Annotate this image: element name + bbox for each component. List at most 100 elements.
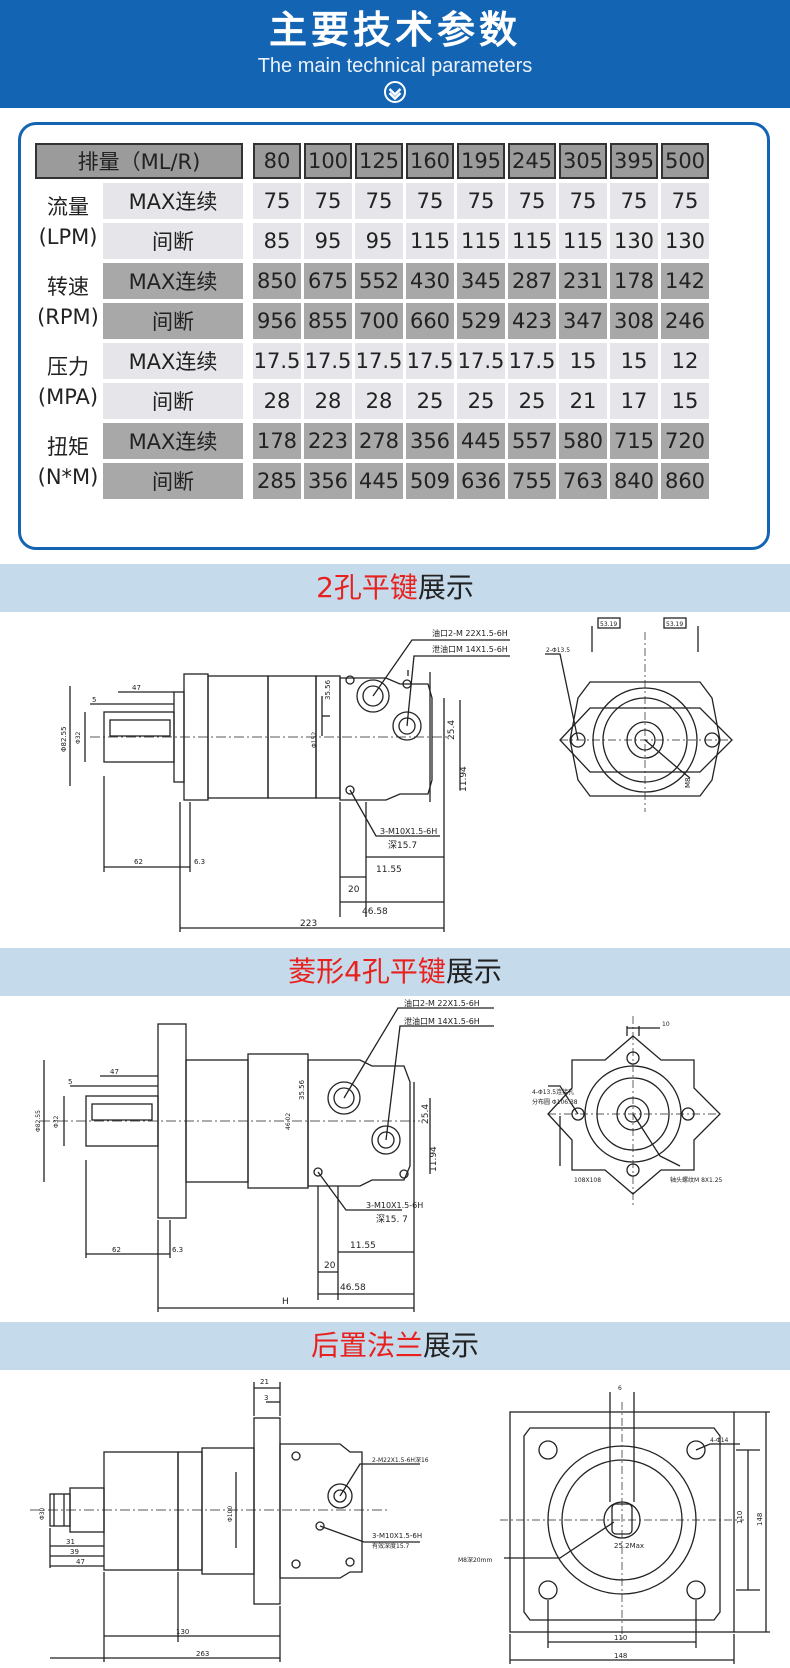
dim-square-note: 108X108 <box>574 1177 601 1184</box>
table-cell: 75 <box>406 183 454 219</box>
dim-d14: Φ32 <box>53 1115 60 1128</box>
dim-depth-note: 深15.7 <box>388 840 417 851</box>
table-cell: 115 <box>559 223 607 259</box>
table-cell: 552 <box>355 263 403 299</box>
row-label: MAX连续 <box>103 263 243 299</box>
dim-d12: 148 <box>614 1652 627 1660</box>
dim-d1: 11.55 <box>350 1241 376 1251</box>
dim-d14: 53.19 <box>666 621 683 628</box>
dim-d12: 10 <box>662 1021 670 1028</box>
group-unit: (RPM) <box>37 305 99 329</box>
table-cell: 130 <box>661 223 709 259</box>
drawing-2-hole: 油口2-M 22X1.5-6H 泄油口M 14X1.5-6H 3-M10X1.5… <box>0 612 790 942</box>
displacement-cell: 245 <box>508 143 556 179</box>
group-label: 转速 (RPM) <box>35 263 101 341</box>
table-cell: 855 <box>304 303 352 339</box>
dim-shaft-note: 轴头螺纹M 8X1.25 <box>670 1176 723 1184</box>
section-title-red: 后置法兰 <box>310 1329 423 1362</box>
displacement-cell: 500 <box>661 143 709 179</box>
dim-d15: 2-Φ13.5 <box>546 647 570 654</box>
dim-d1: 21 <box>260 1378 269 1386</box>
group-unit: (LPM) <box>38 225 98 249</box>
dim-depth-note: 深15. 7 <box>376 1214 408 1225</box>
dim-d2: 20 <box>348 885 360 895</box>
table-cell: 509 <box>406 463 454 499</box>
table-cell: 75 <box>559 183 607 219</box>
dim-d4: H <box>282 1297 289 1307</box>
dim-d15: Φ30 <box>39 1507 46 1520</box>
table-cell: 75 <box>304 183 352 219</box>
displacement-cell: 80 <box>253 143 301 179</box>
table-cell: 130 <box>610 223 658 259</box>
table-cell: 75 <box>355 183 403 219</box>
dim-d9: 110 <box>736 1511 744 1524</box>
table-cell: 178 <box>253 423 301 459</box>
group-name: 转速 <box>47 275 89 299</box>
table-cell: 28 <box>304 383 352 419</box>
section-title-red: 菱形4孔平键 <box>288 955 446 988</box>
table-cell: 529 <box>457 303 505 339</box>
dim-d10: 11.94 <box>429 1146 439 1172</box>
table-cell: 720 <box>661 423 709 459</box>
section-title-black: 展示 <box>417 571 474 604</box>
group-label: 扭矩(N*M) <box>35 423 101 501</box>
table-cell: 223 <box>304 423 352 459</box>
dim-d13: 53.19 <box>600 621 617 628</box>
table-cell: 12 <box>661 343 709 379</box>
table-cell: 660 <box>406 303 454 339</box>
table-cell: 115 <box>406 223 454 259</box>
table-cell: 285 <box>253 463 301 499</box>
dim-d8: 47 <box>132 684 141 692</box>
dim-d11: 110 <box>614 1634 627 1642</box>
group-name: 压力 <box>47 355 89 379</box>
row-label: 间断 <box>103 383 243 419</box>
table-cell: 21 <box>559 383 607 419</box>
table-cell: 75 <box>508 183 556 219</box>
dim-d5: 62 <box>134 858 143 866</box>
table-cell: 115 <box>508 223 556 259</box>
group-label: 压力(MPA) <box>35 343 101 421</box>
chevron-down-icon <box>384 81 406 103</box>
table-cell: 755 <box>508 463 556 499</box>
drawing-rear-flange-svg: 2-M22X1.5-6H深16 3-M10X1.5-6H 有效深度15.7 M8… <box>30 1378 770 1664</box>
displacement-header: 排量（ML/R) <box>35 143 243 179</box>
dim-d1: 11.55 <box>376 865 402 875</box>
dim-port-note: 油口2-M 22X1.5-6H <box>404 998 480 1008</box>
table-cell: 423 <box>508 303 556 339</box>
section-title-black: 展示 <box>445 955 502 988</box>
dim-d4: 223 <box>300 919 317 929</box>
dim-drain-note: 泄油口M 14X1.5-6H <box>404 1016 480 1026</box>
dim-slot-note: M8深20mm <box>458 1556 492 1564</box>
section-title-2: 菱形4孔平键展示 <box>0 948 790 996</box>
table-cell: 356 <box>304 463 352 499</box>
table-cell: 178 <box>610 263 658 299</box>
table-cell: 25 <box>508 383 556 419</box>
dim-d12: Φ82.55 <box>60 726 68 752</box>
table-cell: 557 <box>508 423 556 459</box>
dim-d10: 148 <box>756 1513 764 1526</box>
table-cell: 763 <box>559 463 607 499</box>
table-cell: 15 <box>610 343 658 379</box>
displacement-cell: 125 <box>355 143 403 179</box>
table-cell: 17.5 <box>457 343 505 379</box>
dim-bolt-note: 3-M10X1.5-6H <box>372 1532 422 1540</box>
table-cell: 17.5 <box>406 343 454 379</box>
dim-d9: 25.4 <box>421 1104 431 1124</box>
table-cell: 142 <box>661 263 709 299</box>
table-cell: 246 <box>661 303 709 339</box>
table-cell: 675 <box>304 263 352 299</box>
page-subtitle: The main technical parameters <box>257 55 533 77</box>
dim-hole-note: 4-Φ13.5连接孔 <box>532 1088 574 1096</box>
table-cell: 860 <box>661 463 709 499</box>
dim-d6: 6.3 <box>172 1246 183 1254</box>
displacement-cell: 160 <box>406 143 454 179</box>
table-cell: 17.5 <box>253 343 301 379</box>
table-cell: 25 <box>457 383 505 419</box>
dim-d9: 25.4 <box>447 720 457 740</box>
table-cell: 278 <box>355 423 403 459</box>
table-cell: 115 <box>457 223 505 259</box>
dim-d5: 62 <box>112 1246 121 1254</box>
dim-depth-note: 有效深度15.7 <box>372 1542 410 1550</box>
dim-d2: 3 <box>264 1394 268 1402</box>
